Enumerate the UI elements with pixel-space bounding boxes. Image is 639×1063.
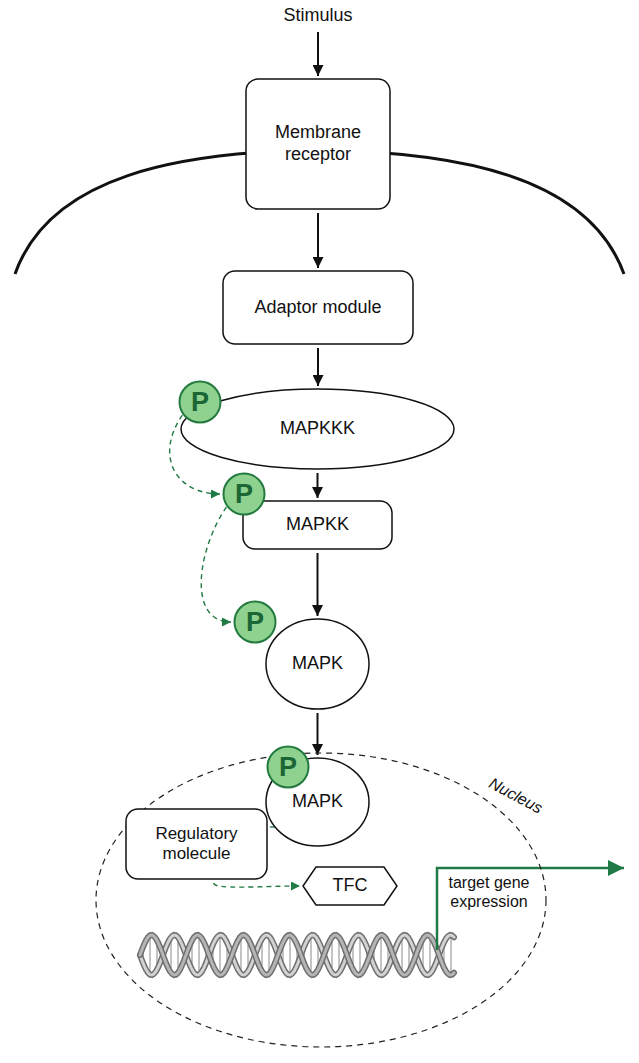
- signal-arrow: [317, 213, 319, 268]
- node-label: Adaptor module: [254, 297, 381, 319]
- signal-arrow: [317, 553, 319, 616]
- phosphate-circle: P: [178, 380, 222, 424]
- transcription-arrow: [437, 868, 624, 950]
- phosphate-label: P: [235, 481, 253, 508]
- signal-arrow: [317, 348, 319, 386]
- stimulus-arrow: [317, 32, 319, 76]
- phosphate-circle: P: [222, 472, 266, 516]
- signal-arrow: [317, 713, 319, 755]
- output-label: target gene expression: [441, 873, 537, 911]
- node-label: TFC: [333, 875, 368, 897]
- transcription-factor: TFC: [302, 866, 398, 906]
- phosphorylation-link: [201, 507, 231, 622]
- region-label: Nucleus: [486, 774, 546, 818]
- signal-arrow: [317, 473, 319, 498]
- node-label: MAPK: [292, 791, 343, 813]
- phosphate-label: P: [246, 609, 264, 636]
- kinase-ellipse: MAPK: [265, 618, 370, 710]
- regulator-box: Regulatory molecule: [125, 808, 268, 880]
- phosphate-circle: P: [266, 745, 310, 789]
- node-label: MAPKK: [286, 514, 349, 536]
- adaptor-box: Adaptor module: [222, 270, 414, 345]
- phosphate-circle: P: [233, 600, 277, 644]
- dna-helix: [140, 935, 454, 975]
- node-label: Membrane receptor: [245, 122, 391, 165]
- phosphate-label: P: [191, 389, 209, 416]
- stimulus-label: Stimulus: [258, 5, 378, 27]
- receptor-box: Membrane receptor: [245, 78, 391, 210]
- kinase-box: MAPKK: [242, 500, 393, 550]
- phosphate-label: P: [279, 754, 297, 781]
- phosphorylation-link: [214, 883, 300, 887]
- node-label: MAPKKK: [280, 418, 355, 440]
- node-label: MAPK: [292, 653, 343, 675]
- node-label: Regulatory molecule: [125, 824, 268, 865]
